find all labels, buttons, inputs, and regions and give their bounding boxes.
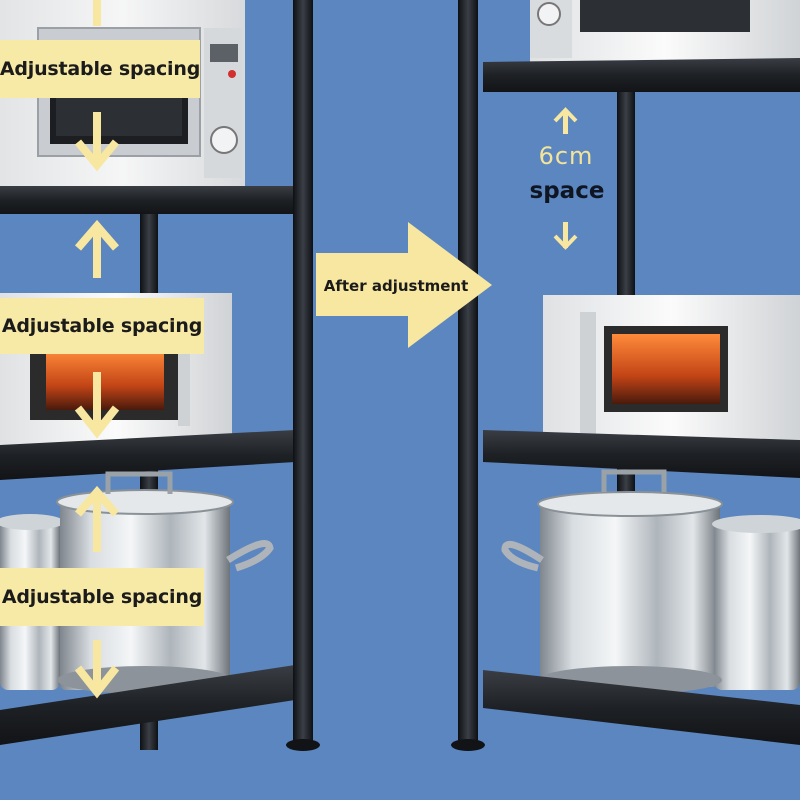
measure-value: 6cm bbox=[538, 142, 594, 170]
left-shelf-3 bbox=[0, 665, 295, 745]
left-front-pole bbox=[293, 0, 313, 742]
chevron-down-icon bbox=[74, 640, 120, 699]
right-front-pole bbox=[458, 0, 478, 742]
adjustable-spacing-label-top: Adjustable spacing bbox=[0, 40, 200, 98]
chevron-up-icon bbox=[553, 107, 578, 134]
right-rack bbox=[451, 0, 800, 751]
left-shelf-1 bbox=[0, 186, 295, 214]
adjustable-spacing-label-bottom: Adjustable spacing bbox=[0, 568, 204, 626]
measure-caption: space bbox=[529, 178, 605, 204]
chevron-down-icon bbox=[74, 112, 120, 172]
double-headed-arrow-icon bbox=[93, 0, 101, 26]
left-shelf-2 bbox=[0, 430, 295, 480]
top-microwave-right bbox=[530, 0, 800, 62]
left-pole-foot bbox=[286, 739, 320, 751]
chevron-up-icon bbox=[74, 485, 120, 552]
right-pole-foot bbox=[451, 739, 485, 751]
chevron-down-icon bbox=[553, 222, 578, 250]
left-rack bbox=[0, 0, 320, 751]
right-pots bbox=[501, 469, 800, 694]
right-shelf-1 bbox=[483, 58, 800, 92]
right-shelf-2 bbox=[483, 430, 800, 478]
chevron-down-icon bbox=[74, 372, 120, 439]
chevron-up-icon bbox=[74, 219, 120, 278]
right-arrow-icon bbox=[316, 222, 492, 348]
after-adjustment-label: After adjustment bbox=[323, 277, 469, 295]
adjustable-spacing-label-middle: Adjustable spacing bbox=[0, 298, 204, 354]
middle-microwave-right bbox=[543, 295, 800, 445]
right-shelf-3 bbox=[483, 670, 800, 745]
